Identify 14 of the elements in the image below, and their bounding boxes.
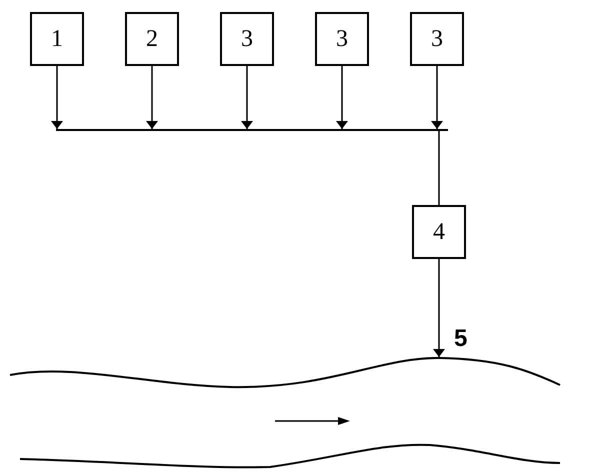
arrow — [51, 66, 63, 129]
arrow — [336, 66, 348, 129]
numbered-box: 2 — [125, 12, 179, 66]
numbered-box: 3 — [220, 12, 274, 66]
arrow — [146, 66, 158, 129]
arrow — [433, 259, 445, 357]
collector-line — [56, 129, 448, 131]
callout-number: 5 — [454, 327, 468, 351]
numbered-box: 1 — [30, 12, 84, 66]
numbered-box: 3 — [315, 12, 369, 66]
arrow — [431, 66, 443, 129]
numbered-box: 3 — [410, 12, 464, 66]
numbered-box: 4 — [412, 205, 466, 259]
arrow — [241, 66, 253, 129]
